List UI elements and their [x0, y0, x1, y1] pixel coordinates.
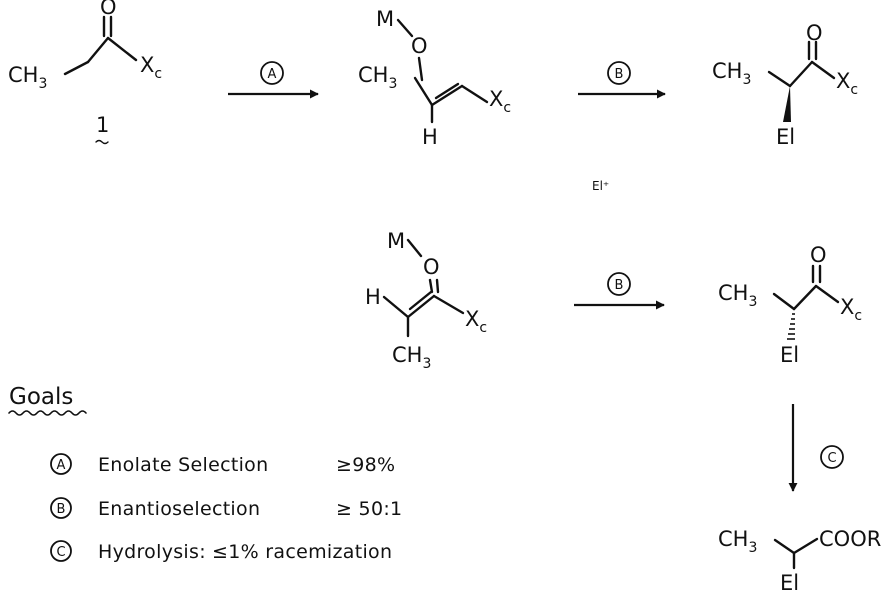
e-enolate-ch3: CH3 [392, 343, 431, 372]
z-enolate-structure: M O CH3 Xc H [358, 7, 511, 149]
compound-1-oxygen: O [100, 0, 117, 19]
bond [792, 284, 818, 311]
z-enolate-xc: Xc [489, 87, 511, 116]
compound-number-underline [95, 139, 109, 145]
bond [413, 76, 434, 107]
product-bottom-oxygen: O [810, 243, 827, 267]
step-c-letter: C [827, 451, 836, 466]
e-enolate-metal: M [387, 229, 405, 253]
arrow-step-a: A [228, 61, 319, 99]
goal-a-marker [50, 453, 72, 475]
step-b-letter-bottom: B [615, 278, 624, 293]
bond [86, 36, 110, 64]
bond [417, 56, 424, 82]
product-bottom-el: El [780, 343, 799, 367]
goals-underline [8, 410, 87, 416]
bond [382, 295, 410, 319]
goal-b-letter: B [57, 502, 66, 517]
bond [434, 82, 460, 100]
bond [772, 292, 796, 311]
product-top-oxygen: O [806, 21, 823, 45]
ester-ch3: CH3 [718, 527, 757, 556]
goal-b-value: ≥ 50:1 [336, 498, 402, 520]
z-enolate-ch3: CH3 [358, 63, 397, 92]
step-a-marker [260, 61, 284, 85]
product-bottom-xc: Xc [840, 295, 862, 324]
bond [406, 238, 423, 258]
z-enolate-hydrogen: H [422, 125, 438, 149]
ester-coor: COOR [819, 527, 881, 551]
goal-c-value: ≤1% racemization [212, 541, 392, 563]
bond [63, 60, 90, 76]
bond [460, 84, 489, 104]
product-top-xc: Xc [836, 69, 858, 98]
bond [788, 60, 814, 88]
step-b-marker-top [607, 61, 631, 85]
goal-c-text: Hydrolysis: [98, 541, 206, 563]
bond [406, 294, 436, 319]
goal-item-a: A Enolate Selection ≥98% [50, 453, 395, 476]
bond [810, 60, 836, 80]
goal-b-marker [50, 497, 72, 519]
arrow-step-b-top: B [578, 61, 666, 99]
wedge-bond [783, 86, 791, 122]
ester-el: El [780, 571, 799, 592]
bond [428, 278, 434, 294]
product-top-structure: CH3 O Xc El [712, 21, 858, 149]
product-bottom-ch3: CH3 [718, 281, 757, 310]
compound-number-label: 1 [96, 113, 109, 137]
hashed-bond [787, 313, 795, 340]
compound-1-ch3: CH3 [8, 63, 47, 92]
product-bottom-structure: CH3 O Xc El [718, 243, 862, 367]
bond [792, 537, 819, 555]
step-b-marker-bottom [607, 272, 631, 296]
product-top-ch3: CH3 [712, 59, 751, 88]
step-b-letter-top: B [615, 67, 624, 82]
bond [767, 70, 792, 88]
arrow-step-c: C [788, 404, 844, 492]
electrophile-reagent-label: El⁺ [592, 179, 609, 193]
bond [814, 284, 840, 304]
goal-item-c: C Hydrolysis: ≤1% racemization [50, 540, 392, 563]
goal-b-text: Enantioselection [98, 498, 260, 520]
goal-c-letter: C [56, 545, 65, 560]
goal-a-text: Enolate Selection [98, 454, 268, 476]
bond [432, 294, 465, 315]
e-enolate-hydrogen: H [365, 285, 381, 309]
e-enolate-xc: Xc [465, 307, 487, 336]
step-a-letter: A [268, 67, 277, 82]
compound-1-xc: Xc [140, 53, 162, 82]
goal-a-letter: A [57, 458, 66, 473]
step-c-marker [820, 445, 844, 469]
compound-1-structure: CH3 O Xc 1 [8, 0, 162, 145]
bond [106, 36, 138, 62]
goals-title: Goals [9, 384, 73, 410]
e-enolate-oxygen: O [423, 255, 440, 279]
e-enolate-structure: M O H Xc CH3 [365, 229, 487, 372]
goal-c-marker [50, 540, 72, 562]
arrow-step-b-bottom: B [574, 272, 665, 310]
ester-product-structure: CH3 COOR El [718, 527, 881, 592]
bond [435, 278, 440, 294]
goal-item-b: B Enantioselection ≥ 50:1 [50, 497, 402, 520]
z-enolate-metal: M [376, 7, 394, 31]
product-top-el: El [776, 125, 795, 149]
goal-a-value: ≥98% [336, 454, 395, 476]
bond [773, 538, 796, 555]
bond [396, 18, 414, 38]
bond [408, 290, 433, 311]
bond [430, 84, 464, 107]
goals-section: Goals A Enolate Selection ≥98% B Enantio… [8, 384, 402, 563]
z-enolate-oxygen: O [411, 34, 428, 58]
